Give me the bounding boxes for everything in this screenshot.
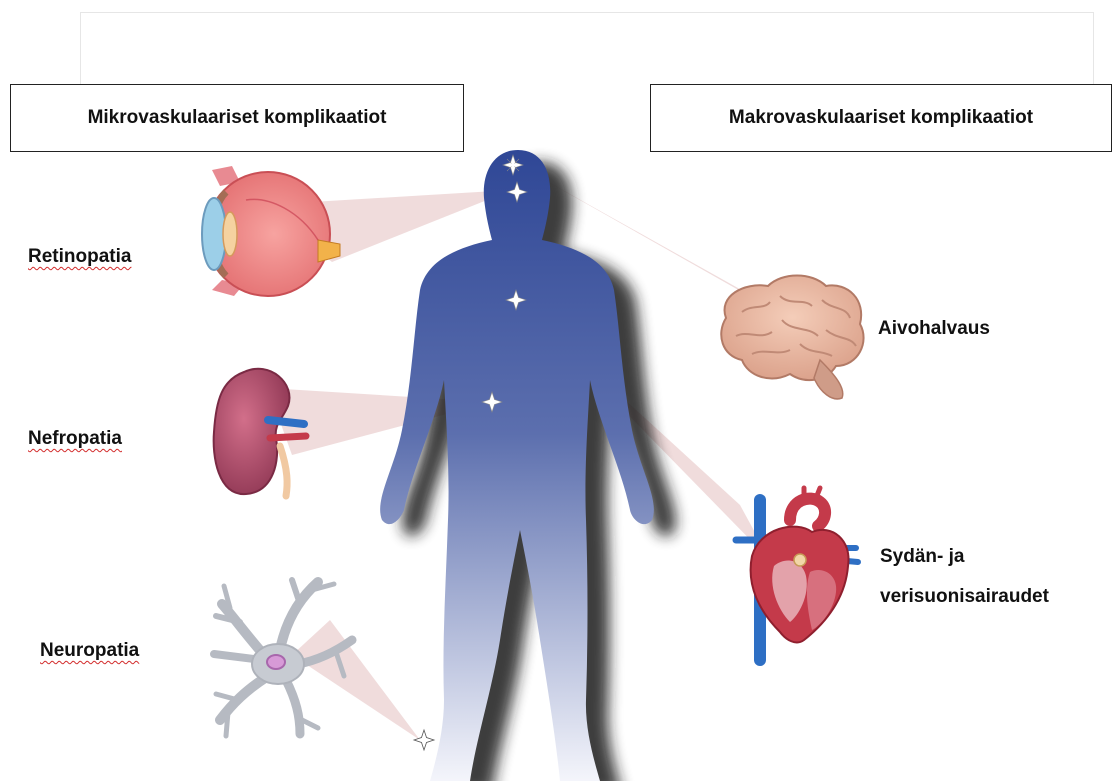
microvascular-header-text: Mikrovaskulaariset komplikaatiot [88,107,387,129]
label-nephropathy: Nefropatia [28,428,122,450]
label-stroke: Aivohalvaus [878,318,990,340]
eye-icon [202,166,340,296]
heart-icon [736,488,858,660]
macrovascular-header-text: Makrovaskulaariset komplikaatiot [729,107,1033,129]
label-retinopathy: Retinopatia [28,246,131,268]
brain-icon [721,276,863,399]
label-cardio-line1: Sydän- ja [880,546,964,568]
macrovascular-header: Makrovaskulaariset komplikaatiot [650,84,1112,152]
microvascular-header: Mikrovaskulaariset komplikaatiot [10,84,464,152]
label-neuropathy: Neuropatia [40,640,139,662]
star-icon [414,730,434,750]
label-cardio-line2: verisuonisairaudet [880,586,1049,608]
